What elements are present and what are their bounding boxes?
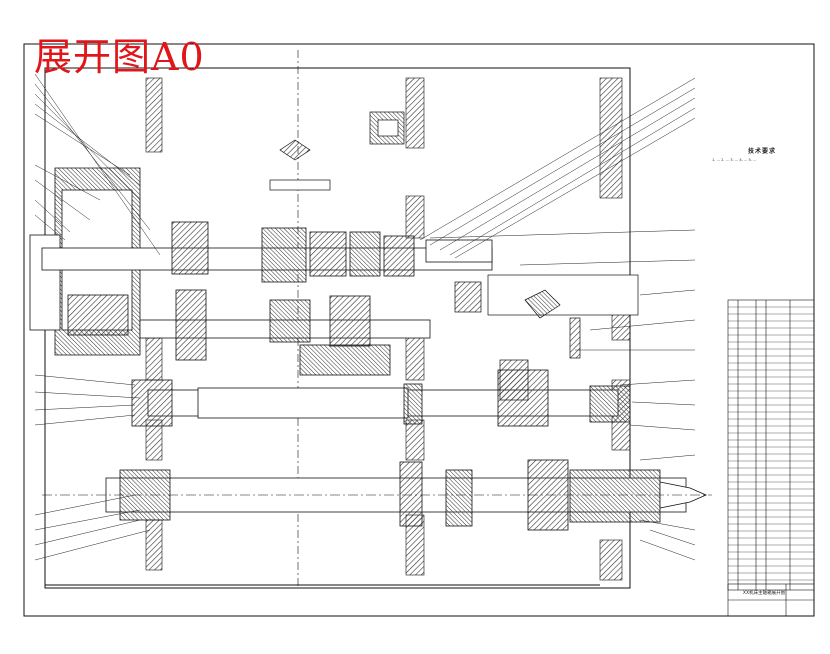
spindle	[42, 459, 712, 531]
title-block	[727, 583, 815, 617]
upper-bearing	[269, 111, 405, 191]
leader-lines-right	[419, 77, 696, 561]
parts-list-rows	[728, 306, 814, 581]
technical-notes-heading: 技术要求	[747, 148, 776, 155]
shaft-1	[41, 221, 493, 283]
leader-lines-left	[34, 73, 161, 561]
title-stamp: 展开图A0	[34, 35, 205, 79]
shaft-2	[139, 289, 431, 376]
title-block-drawing-name: XX机床主轴箱展开图	[742, 591, 786, 596]
parts-list-table	[727, 299, 815, 591]
shift-mechanism	[454, 274, 639, 401]
technical-notes: 技术要求 1. ... 2. ... 3. ... 4. ... 5. ...	[712, 146, 812, 164]
technical-notes-body: 1. ... 2. ... 3. ... 4. ... 5. ...	[712, 158, 757, 162]
shaft-3	[131, 369, 631, 427]
